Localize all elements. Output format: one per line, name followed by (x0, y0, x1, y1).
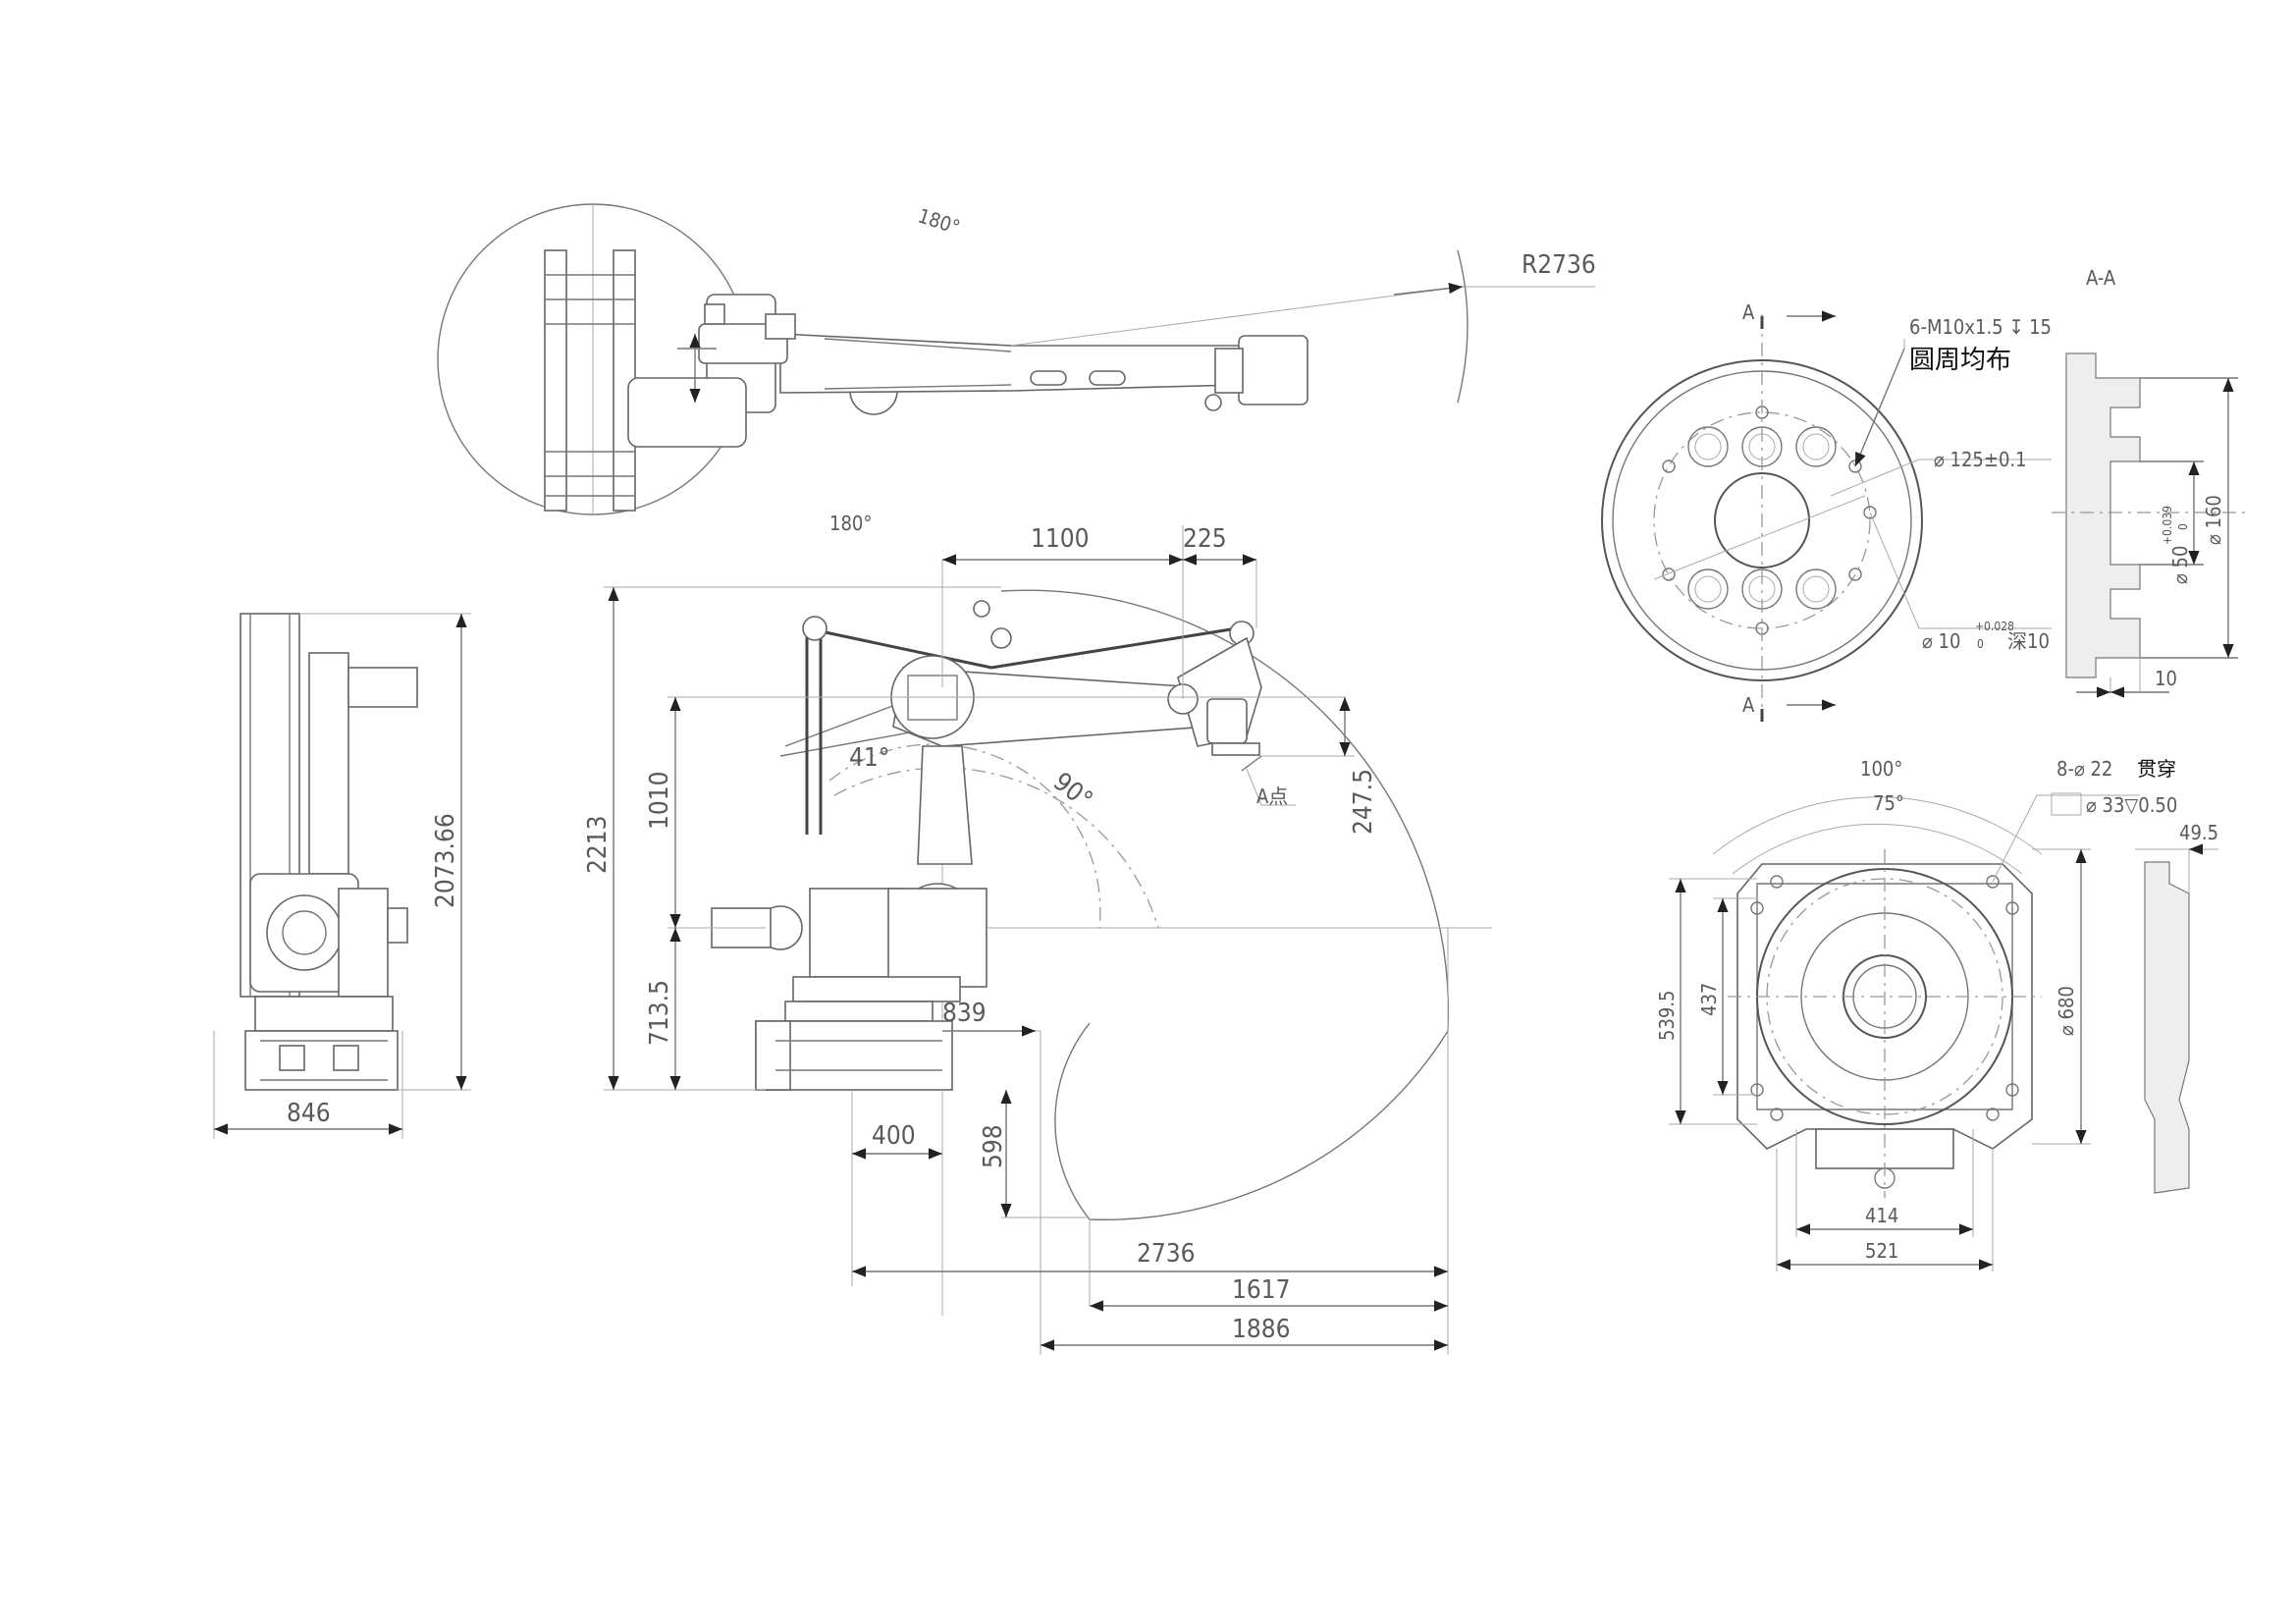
front-view-width: 846 (287, 1099, 331, 1128)
flange-thread-note: 圆周均布 (1909, 346, 2011, 375)
side-view: 41° 90° 1100 225 (583, 524, 1492, 1355)
top-view: R2736 180° 180° (437, 203, 1596, 535)
side-view-dim-839: 839 (942, 999, 987, 1028)
base-counterbore: ⌀ 33▽0.50 (2086, 793, 2177, 817)
side-view-dim-400: 400 (872, 1121, 916, 1151)
side-view-point-a: A点 (1256, 784, 1288, 808)
base-dim-dia: ⌀ 680 (2055, 986, 2078, 1036)
base-dim-height-outer: 539.5 (1655, 991, 1679, 1042)
flange-thickness: 10 (2155, 667, 2177, 690)
top-view-reach-radius: R2736 (1522, 250, 1596, 280)
flange-pin-depth: 深10 (2007, 629, 2050, 653)
flange-cut-mark-top: A (1742, 300, 1755, 324)
flange-cut-mark-bottom: A (1742, 693, 1755, 717)
base-angle-outer: 100° (1860, 757, 1902, 781)
front-view: 2073.66 846 (213, 613, 471, 1139)
side-view-dim-1010: 1010 (645, 771, 674, 830)
side-view-angle-41: 41° (849, 743, 889, 773)
side-view-dim-2213: 2213 (583, 815, 613, 874)
front-view-height: 2073.66 (431, 813, 460, 908)
flange-section-label: A-A (2086, 266, 2116, 290)
flange-pin-hole: ⌀ 10 (1922, 629, 1960, 653)
flange-bore-tol: +0.039 (2161, 506, 2174, 545)
side-view-dim-1100: 1100 (1031, 524, 1090, 554)
side-view-dim-2736: 2736 (1137, 1239, 1196, 1269)
flange-outer-circle (1601, 359, 1923, 681)
side-view-dim-225: 225 (1183, 524, 1227, 554)
flange-view: A A 6-M10x1.5 ↧ 15 圆周均布 ⌀ 125±0.1 ⌀ 10 +… (1601, 266, 2248, 722)
flange-pin-tol: +0.028 (1975, 620, 2014, 633)
flange-outer-dia: ⌀ 160 (2202, 495, 2225, 545)
side-view-dim-1617: 1617 (1232, 1275, 1291, 1305)
flange-pin-tol-low: 0 (1977, 637, 1984, 651)
flange-bore-tol-low: 0 (2176, 523, 2190, 530)
flange-bore-dia: ⌀ 50 (2168, 546, 2192, 584)
side-view-dim-1886: 1886 (1232, 1315, 1291, 1344)
base-view: 100° 75° 8-⌀ 22 贯穿 ⌀ 33▽0.50 539.5 437 ⌀… (1655, 757, 2218, 1271)
side-view-dim-713: 713.5 (645, 980, 674, 1046)
flange-thread-spec: 6-M10x1.5 ↧ 15 (1909, 315, 2052, 339)
base-dim-height-inner: 437 (1697, 983, 1721, 1016)
side-view-dim-598: 598 (979, 1124, 1008, 1168)
flange-pcd: ⌀ 125±0.1 (1934, 448, 2027, 471)
base-hole-spec-thru: 贯穿 (2137, 757, 2176, 781)
side-view-angle-90: 90° (1047, 767, 1097, 815)
base-angle-inner: 75° (1873, 791, 1904, 815)
base-side-thickness: 49.5 (2179, 821, 2218, 844)
top-view-angle-upper: 180° (915, 203, 963, 239)
base-dim-width-outer: 521 (1865, 1239, 1898, 1263)
side-view-dim-247: 247.5 (1349, 769, 1378, 835)
base-hole-spec-num: 8-⌀ 22 (2056, 757, 2112, 781)
base-dim-width-inner: 414 (1865, 1204, 1898, 1227)
top-view-angle-lower: 180° (829, 512, 872, 535)
